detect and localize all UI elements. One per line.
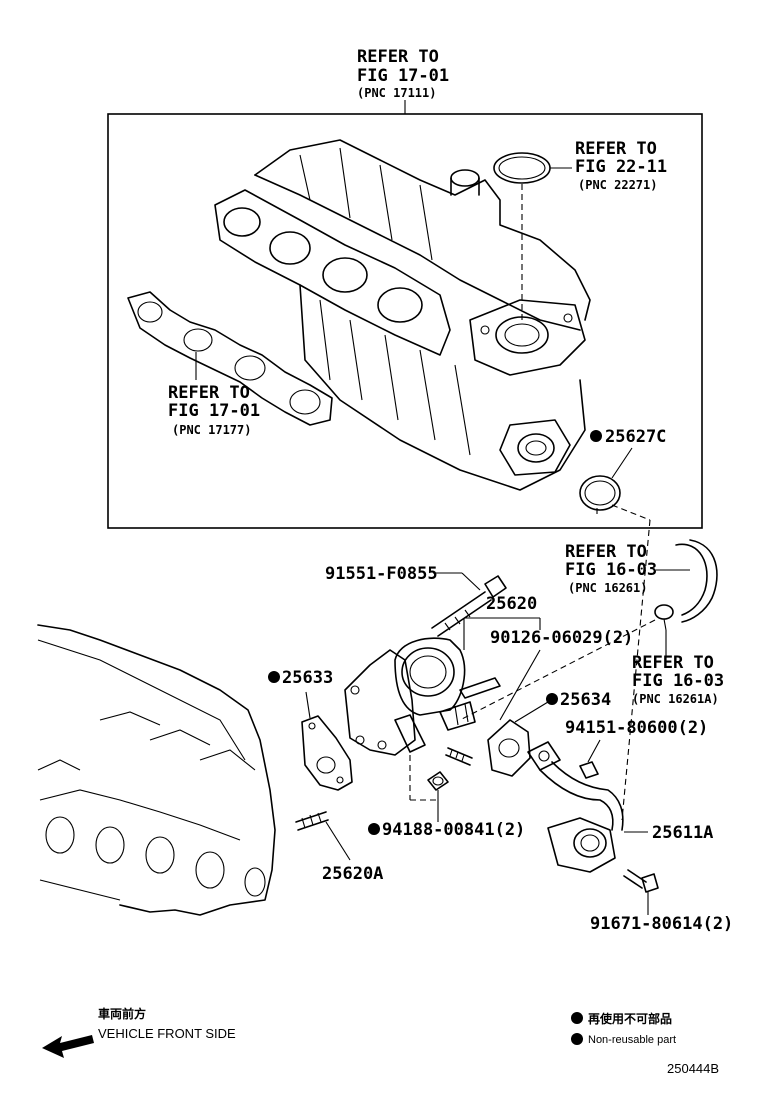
svg-text:FIG 17-01: FIG 17-01 bbox=[168, 401, 260, 421]
clip-16261A[interactable] bbox=[654, 604, 674, 631]
stud-25620A[interactable] bbox=[295, 811, 329, 831]
part-90126-06029[interactable]: 90126-06029(2) bbox=[490, 628, 633, 648]
arrow-left-icon bbox=[42, 1035, 94, 1058]
part-25633[interactable]: 25633 bbox=[282, 668, 333, 688]
bolt-91551-F0855[interactable] bbox=[431, 575, 507, 637]
egr-pipe-25611A[interactable] bbox=[527, 741, 624, 873]
vehicle-front-indicator: 車両前方 VEHICLE FRONT SIDE bbox=[42, 1006, 236, 1058]
ref-fig-16-03-b[interactable]: REFER TO FIG 16-03 (PNC 16261A) bbox=[632, 653, 724, 706]
svg-text:Non-reusable part: Non-reusable part bbox=[588, 1034, 676, 1046]
non-reusable-mark-25633 bbox=[268, 671, 280, 683]
svg-text:VEHICLE FRONT SIDE: VEHICLE FRONT SIDE bbox=[98, 1026, 236, 1041]
gasket-25634[interactable] bbox=[487, 719, 531, 777]
non-reusable-mark-25634 bbox=[546, 693, 558, 705]
manifold-gasket-17177[interactable] bbox=[127, 291, 333, 426]
ref-fig-17-01-top[interactable]: REFER TO FIG 17-01 (PNC 17111) bbox=[357, 47, 449, 100]
bolt-91671-80614[interactable] bbox=[623, 869, 659, 893]
part-94151-80600[interactable]: 94151-80600(2) bbox=[565, 718, 708, 738]
svg-text:REFER TO: REFER TO bbox=[565, 542, 647, 562]
nut-94188-00841[interactable] bbox=[427, 771, 449, 791]
non-reusable-mark-94188 bbox=[368, 823, 380, 835]
svg-text:(PNC 16261): (PNC 16261) bbox=[568, 581, 647, 595]
svg-text:REFER TO: REFER TO bbox=[575, 139, 657, 159]
part-91551-F0855[interactable]: 91551-F0855 bbox=[325, 564, 438, 584]
part-25620[interactable]: 25620 bbox=[486, 594, 537, 614]
part-25634[interactable]: 25634 bbox=[560, 690, 611, 710]
figure-id: 250444B bbox=[667, 1061, 719, 1076]
svg-text:FIG 16-03: FIG 16-03 bbox=[565, 560, 657, 580]
svg-text:再使用不可部品: 再使用不可部品 bbox=[588, 1011, 672, 1026]
part-25627C[interactable]: 25627C bbox=[605, 427, 666, 447]
ref-fig-22-11[interactable]: REFER TO FIG 22-11 (PNC 22271) bbox=[575, 139, 667, 192]
gasket-25627C[interactable] bbox=[579, 475, 621, 514]
non-reusable-legend-icon-en bbox=[571, 1033, 583, 1045]
svg-text:REFER TO: REFER TO bbox=[632, 653, 714, 673]
part-25620A[interactable]: 25620A bbox=[322, 864, 383, 884]
non-reusable-mark-25627C bbox=[590, 430, 602, 442]
part-25611A[interactable]: 25611A bbox=[652, 823, 713, 843]
part-91671-80614[interactable]: 91671-80614(2) bbox=[590, 914, 733, 934]
ref-fig-17-01-gasket[interactable]: REFER TO FIG 17-01 (PNC 17177) bbox=[168, 383, 260, 437]
part-94188-00841[interactable]: 94188-00841(2) bbox=[382, 820, 525, 840]
stud-bolt-pair bbox=[445, 747, 473, 766]
svg-text:(PNC 17177): (PNC 17177) bbox=[172, 423, 251, 437]
svg-text:車両前方: 車両前方 bbox=[98, 1006, 146, 1021]
svg-text:(PNC 17111): (PNC 17111) bbox=[357, 86, 436, 100]
gasket-25633[interactable] bbox=[301, 715, 353, 791]
non-reusable-legend-icon bbox=[571, 1012, 583, 1024]
svg-text:(PNC 22271): (PNC 22271) bbox=[578, 178, 657, 192]
svg-text:FIG 17-01: FIG 17-01 bbox=[357, 66, 449, 86]
svg-text:FIG 22-11: FIG 22-11 bbox=[575, 157, 667, 177]
legend: 再使用不可部品 Non-reusable part bbox=[571, 1011, 676, 1046]
svg-text:FIG 16-03: FIG 16-03 bbox=[632, 671, 724, 691]
svg-text:REFER TO: REFER TO bbox=[357, 47, 439, 67]
hose-16261[interactable] bbox=[675, 539, 718, 623]
intake-manifold-drawing bbox=[214, 139, 591, 491]
nut-94151-80600[interactable] bbox=[579, 761, 599, 779]
svg-text:REFER TO: REFER TO bbox=[168, 383, 250, 403]
svg-text:(PNC 16261A): (PNC 16261A) bbox=[632, 692, 719, 706]
ref-fig-16-03-a[interactable]: REFER TO FIG 16-03 (PNC 16261) bbox=[565, 542, 657, 595]
o-ring-22-11[interactable] bbox=[493, 152, 551, 184]
cylinder-head-outline bbox=[37, 624, 276, 916]
egr-valve-25620[interactable] bbox=[344, 637, 501, 756]
